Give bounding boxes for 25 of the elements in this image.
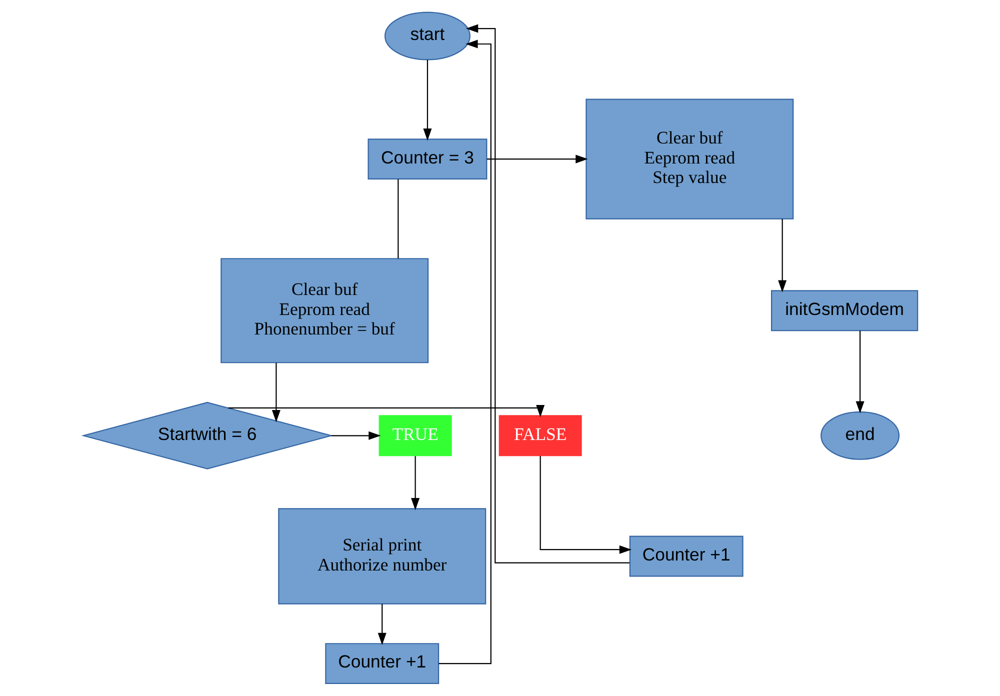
node-box: Counter +1 (324, 643, 439, 684)
arrow (377, 604, 386, 646)
arrow (539, 456, 632, 554)
node-box: Serial print Authorize number (278, 508, 486, 604)
arrow (855, 330, 864, 414)
node-box: Clear buf Eeprom read Step value (585, 98, 794, 220)
node-box: initGsmModem (770, 290, 918, 332)
node-box: TRUE (378, 415, 452, 456)
node-box: Counter = 3 (367, 138, 487, 180)
arrow (228, 405, 544, 418)
arrow (465, 24, 629, 564)
arrow (438, 40, 491, 664)
node-diamond: Startwith = 6 (80, 402, 333, 470)
node-box: Counter +1 (628, 536, 743, 577)
node-ellipse: start (384, 12, 470, 60)
arrow (422, 60, 432, 141)
arrow (486, 154, 588, 164)
arrow (410, 456, 420, 510)
node-box: Clear buf Eeprom read Phonenumber = buf (220, 258, 428, 364)
node-box: FALSE (498, 415, 582, 456)
arrow (778, 218, 786, 292)
arrow (271, 362, 280, 422)
node-ellipse: end (820, 411, 900, 460)
arrow (330, 431, 380, 440)
connector (397, 179, 398, 258)
